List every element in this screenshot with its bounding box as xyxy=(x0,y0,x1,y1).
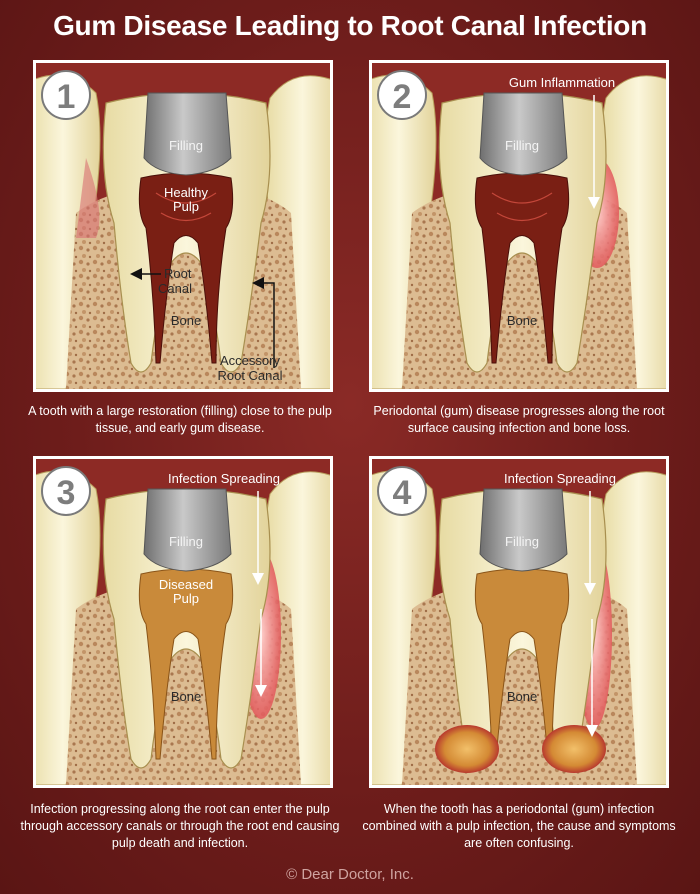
label-infection-spreading: Infection Spreading xyxy=(504,471,616,486)
abscess-right xyxy=(542,725,606,773)
label-bone: Bone xyxy=(507,689,537,704)
panel-1: 1 Filling Healthy Pulp Root Canal Bone A… xyxy=(33,60,333,392)
label-bone: Bone xyxy=(171,689,201,704)
panel-3: 3 Infection Spreading Filling Diseased P… xyxy=(33,456,333,788)
tooth-illustration-gum-inflammation: 2 Gum Inflammation Filling Bone xyxy=(372,63,666,389)
label-accessory-2: Root Canal xyxy=(217,368,282,383)
label-healthy-pulp-1: Healthy xyxy=(164,185,209,200)
panel-number: 4 xyxy=(393,474,412,512)
label-infection-spreading: Infection Spreading xyxy=(168,471,280,486)
caption-4: When the tooth has a periodontal (gum) i… xyxy=(362,802,676,850)
label-healthy-pulp-2: Pulp xyxy=(173,199,199,214)
label-bone: Bone xyxy=(171,313,201,328)
panel-4: 4 Infection Spreading Filling Bone xyxy=(369,456,669,788)
caption-1: A tooth with a large restoration (fillin… xyxy=(28,404,332,435)
tooth-illustration-combined-infection: 4 Infection Spreading Filling Bone xyxy=(372,459,666,785)
label-root-canal-2: Canal xyxy=(158,281,192,296)
caption-2: Periodontal (gum) disease progresses alo… xyxy=(373,404,665,435)
tooth-illustration-healthy: 1 Filling Healthy Pulp Root Canal Bone A… xyxy=(36,63,330,389)
panel-2: 2 Gum Inflammation Filling Bone xyxy=(369,60,669,392)
caption-3: Infection progressing along the root can… xyxy=(20,802,340,850)
tooth-illustration-diseased-pulp: 3 Infection Spreading Filling Diseased P… xyxy=(36,459,330,785)
panel-number: 2 xyxy=(393,78,412,116)
label-filling: Filling xyxy=(169,138,203,153)
label-diseased-pulp-2: Pulp xyxy=(173,591,199,606)
abscess-left xyxy=(435,725,499,773)
label-bone: Bone xyxy=(507,313,537,328)
page-title: Gum Disease Leading to Root Canal Infect… xyxy=(53,10,647,41)
label-diseased-pulp-1: Diseased xyxy=(159,577,213,592)
label-filling: Filling xyxy=(505,534,539,549)
label-accessory-1: Accessory xyxy=(220,353,280,368)
copyright: © Dear Doctor, Inc. xyxy=(286,866,414,883)
panel-number: 3 xyxy=(57,474,76,512)
label-filling: Filling xyxy=(505,138,539,153)
label-root-canal-1: Root xyxy=(164,266,192,281)
panel-number: 1 xyxy=(57,78,76,116)
label-gum-inflammation: Gum Inflammation xyxy=(509,75,615,90)
label-filling: Filling xyxy=(169,534,203,549)
